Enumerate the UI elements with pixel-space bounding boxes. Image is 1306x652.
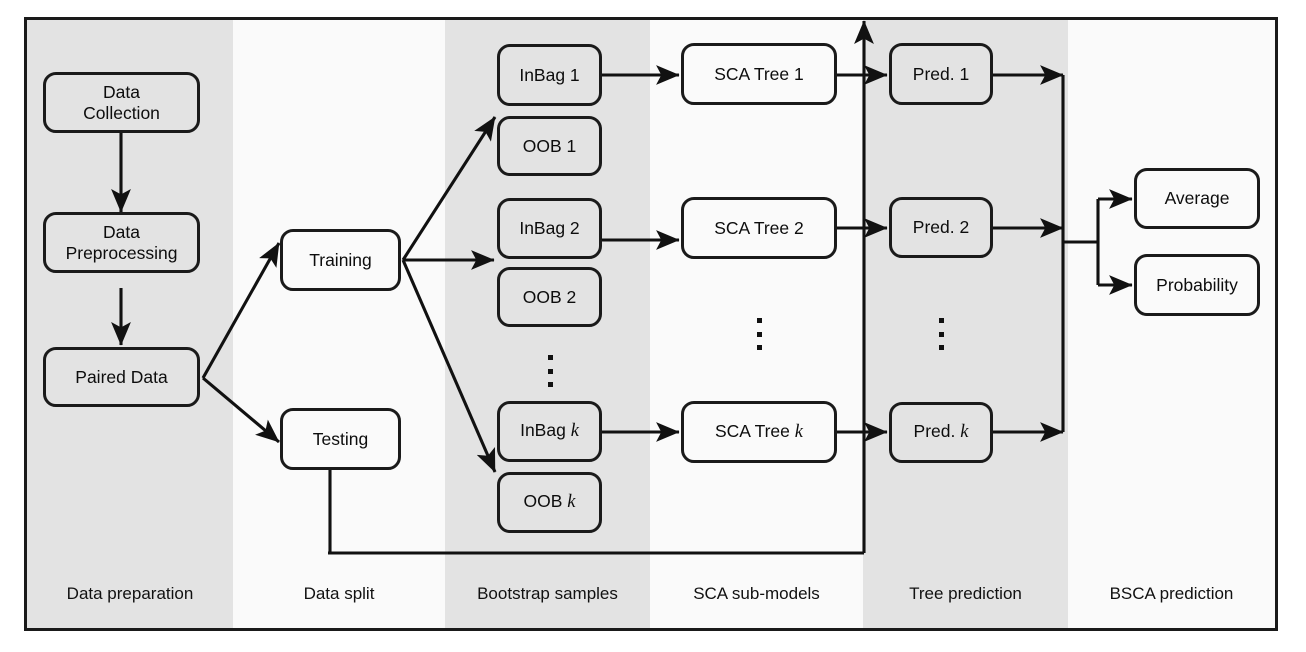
pred-k-index: k (960, 422, 969, 443)
band-label-bootstrap-samples: Bootstrap samples (477, 584, 618, 603)
band-label-tree-prediction: Tree prediction (909, 584, 1022, 603)
node-oob-1[interactable]: OOB 1 (497, 116, 602, 176)
pred-1-label: Pred. 1 (912, 63, 970, 84)
inbag-k-index: k (570, 421, 579, 442)
probability-label: Probability (1156, 274, 1238, 295)
band-tree-prediction (863, 20, 1068, 628)
node-sca-tree-1[interactable]: SCA Tree 1 (681, 43, 837, 105)
pred-k-prefix: Pred. (913, 421, 961, 442)
pred-2-label: Pred. 2 (912, 217, 970, 238)
band-label-sca-sub-models: SCA sub-models (693, 584, 820, 603)
node-inbag-k[interactable]: InBag k (497, 401, 602, 462)
node-testing[interactable]: Testing (280, 408, 401, 470)
node-training[interactable]: Training (280, 229, 401, 291)
oob-k-index: k (567, 492, 576, 513)
node-probability[interactable]: Probability (1134, 254, 1260, 316)
node-paired-data[interactable]: Paired Data (43, 347, 200, 407)
band-data-split (233, 20, 445, 628)
node-inbag-1[interactable]: InBag 1 (497, 44, 602, 106)
node-pred-2[interactable]: Pred. 2 (889, 197, 993, 258)
sca-tree-k-prefix: SCA Tree (715, 420, 795, 441)
oob-2-label: OOB 2 (522, 286, 577, 307)
band-label-bsca-prediction: BSCA prediction (1109, 584, 1234, 603)
sca-tree-ellipsis-icon (754, 318, 764, 350)
data-preprocessing-line-1: Data (103, 221, 140, 242)
average-label: Average (1164, 188, 1230, 209)
band-sca-sub-models (650, 20, 863, 628)
sca-tree-1-label: SCA Tree 1 (714, 63, 804, 84)
diagram-frame: Data preparation Data split Bootstrap sa… (24, 17, 1278, 631)
inbag-k-prefix: InBag (520, 420, 571, 441)
paired-data-label: Paired Data (75, 366, 168, 387)
node-inbag-2[interactable]: InBag 2 (497, 198, 602, 259)
inbag-2-label: InBag 2 (519, 218, 580, 239)
training-label: Training (309, 249, 372, 270)
band-label-data-preparation: Data preparation (66, 584, 194, 603)
node-pred-1[interactable]: Pred. 1 (889, 43, 993, 105)
data-preprocessing-line-2: Preprocessing (65, 242, 178, 263)
sca-tree-2-label: SCA Tree 2 (714, 217, 804, 238)
inbag-1-label: InBag 1 (519, 64, 580, 85)
node-average[interactable]: Average (1134, 168, 1260, 229)
data-collection-line-2: Collection (83, 102, 160, 123)
band-label-data-split: Data split (303, 584, 375, 603)
data-collection-line-1: Data (103, 81, 140, 102)
band-bsca-prediction (1068, 20, 1275, 628)
bootstrap-ellipsis-icon (545, 355, 555, 387)
oob-k-prefix: OOB (523, 491, 568, 512)
pred-ellipsis-icon (936, 318, 946, 350)
oob-1-label: OOB 1 (522, 135, 577, 156)
node-oob-2[interactable]: OOB 2 (497, 267, 602, 327)
node-oob-k[interactable]: OOB k (497, 472, 602, 533)
node-sca-tree-2[interactable]: SCA Tree 2 (681, 197, 837, 259)
testing-label: Testing (312, 428, 369, 449)
sca-tree-k-index: k (794, 421, 803, 442)
node-pred-k[interactable]: Pred. k (889, 402, 993, 463)
node-sca-tree-k[interactable]: SCA Tree k (681, 401, 837, 463)
